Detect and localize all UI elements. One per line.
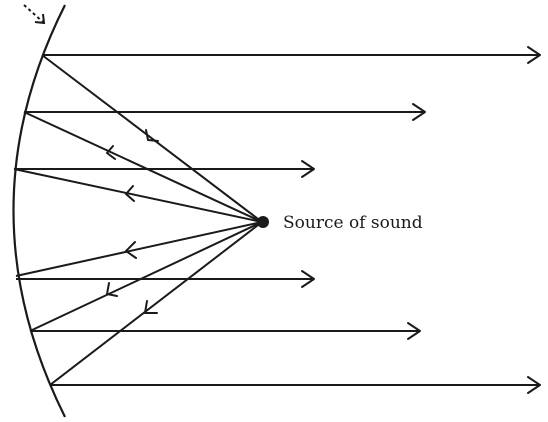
- reflected-ray-5: [30, 322, 421, 340]
- incident-ray-6: [49, 221, 263, 386]
- source-label: Source of sound: [283, 213, 423, 233]
- curved-reflector: [12, 4, 66, 418]
- reflected-ray-6: [50, 376, 541, 394]
- sound-source-dot: [257, 216, 269, 228]
- incident-ray-3: [13, 168, 263, 223]
- incident-ray-1: [41, 54, 263, 223]
- reflected-ray-3: [14, 160, 315, 178]
- reflected-ray-1: [42, 46, 541, 64]
- reflected-ray-4: [16, 270, 315, 288]
- incident-ray-2: [23, 111, 263, 223]
- curvature-pointer: [23, 4, 46, 25]
- incident-ray-5: [29, 221, 263, 332]
- reflected-ray-2: [24, 103, 426, 121]
- incident-ray-4: [15, 221, 263, 277]
